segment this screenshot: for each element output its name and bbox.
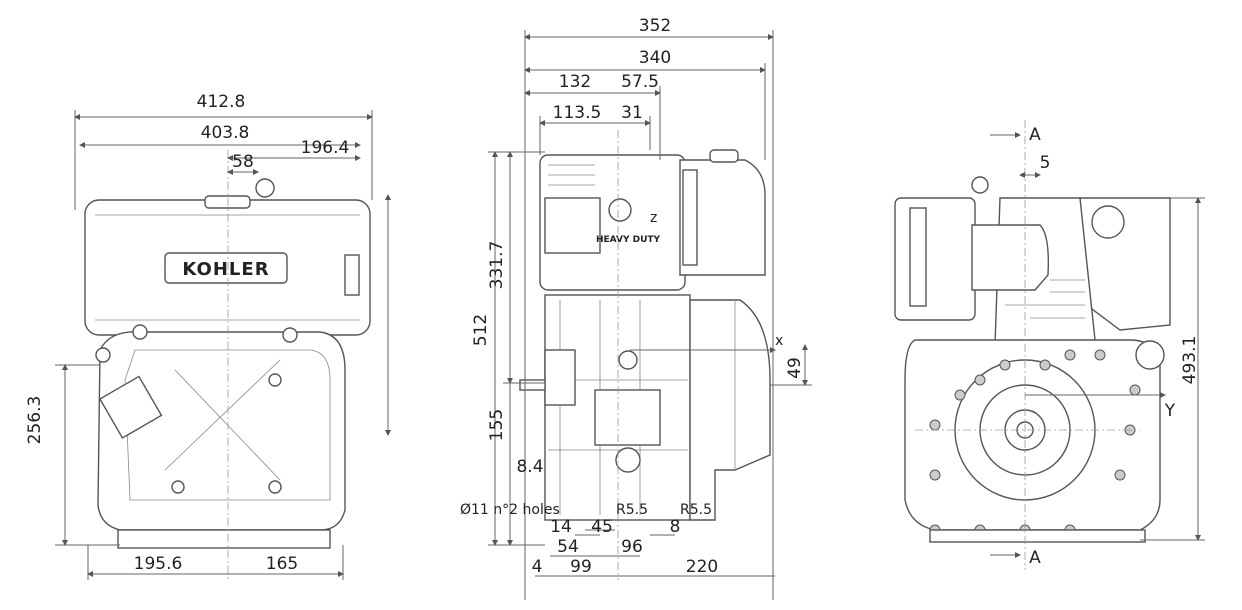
dim-58: 58 (232, 152, 254, 172)
dim-195-6: 195.6 (134, 554, 183, 574)
dim-96: 96 (621, 537, 643, 557)
dim-340: 340 (639, 48, 671, 68)
dim-155: 155 (487, 409, 507, 441)
section-a-top: A (1029, 125, 1041, 145)
rear-view: A A 5 493.1 Y (894, 120, 1205, 570)
rear-engine-outline (894, 120, 1171, 570)
axis-x-label: x (775, 333, 783, 349)
dim-412-8: 412.8 (197, 92, 246, 112)
logo-text: KOHLER (182, 259, 269, 280)
dim-512: 512 (471, 314, 491, 346)
rear-dimensions: A A 5 493.1 Y (990, 125, 1205, 568)
heavy-duty-label: HEAVY DUTY (596, 235, 661, 245)
section-a-bottom: A (1029, 548, 1041, 568)
dim-8-4: 8.4 (516, 457, 543, 477)
dim-5: 5 (1040, 153, 1051, 173)
dim-31: 31 (621, 103, 643, 123)
dim-54: 54 (557, 537, 579, 557)
dim-99: 99 (570, 557, 592, 577)
dim-holes: Ø11 n°2 holes (460, 502, 560, 518)
side-view: HEAVY DUTY z x (460, 16, 812, 600)
dim-132: 132 (559, 72, 591, 92)
dim-220: 220 (686, 557, 718, 577)
dim-256-3: 256.3 (25, 396, 45, 445)
dim-196-4: 196.4 (301, 138, 350, 158)
dim-45: 45 (591, 517, 613, 537)
axis-z-label: z (650, 210, 657, 226)
dim-493-1: 493.1 (1180, 336, 1200, 385)
dim-8: 8 (670, 517, 681, 537)
dim-4: 4 (532, 557, 543, 577)
dim-352: 352 (639, 16, 671, 36)
dim-57-5: 57.5 (621, 72, 659, 92)
kohler-logo (164, 252, 288, 284)
front-engine-outline: KOHLER (84, 150, 371, 580)
dim-113-5: 113.5 (553, 103, 602, 123)
dim-331-7: 331.7 (487, 241, 507, 290)
dim-403-8: 403.8 (201, 123, 250, 143)
side-engine-outline: HEAVY DUTY z x (519, 130, 783, 580)
front-view: KOHLER 412.8 403.8 196.4 5 (25, 92, 391, 580)
dim-14: 14 (550, 517, 572, 537)
front-dimensions: 412.8 403.8 196.4 58 256.3 195.6 165 (25, 92, 391, 580)
dim-165: 165 (266, 554, 298, 574)
dim-49: 49 (785, 357, 805, 379)
axis-y-label: Y (1164, 401, 1176, 421)
dim-r5-5-right: R5.5 (680, 502, 712, 518)
dim-r5-5-left: R5.5 (616, 502, 648, 518)
side-dimensions: 352 340 132 57.5 113.5 31 512 331.7 155 … (460, 16, 812, 600)
